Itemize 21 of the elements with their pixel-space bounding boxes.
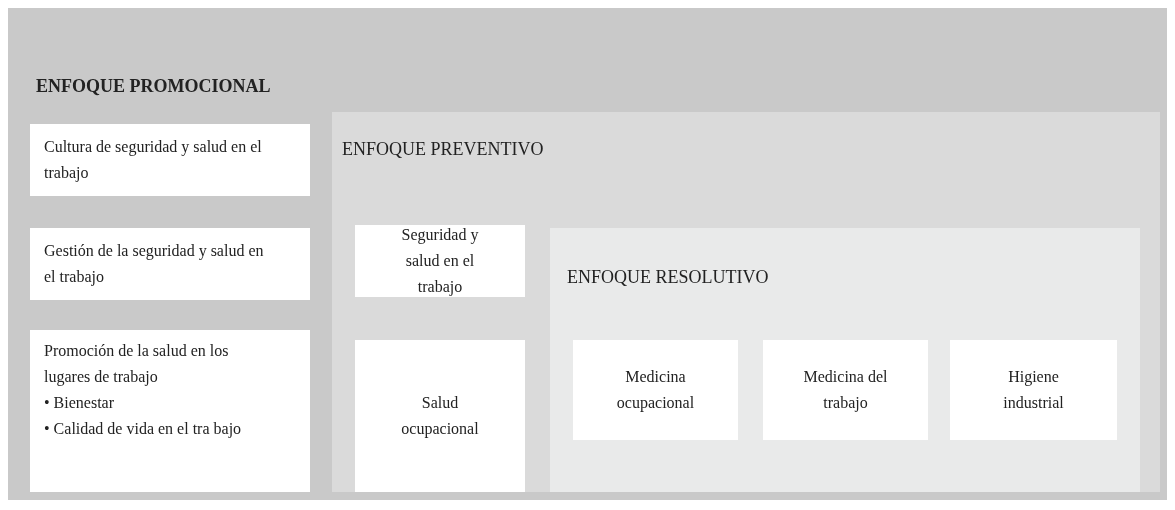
box-label: Medicina ocupacional (615, 367, 696, 414)
box-label: Higiene industrial (1002, 367, 1065, 413)
panel-heading: ENFOQUE PROMOCIONAL (36, 75, 271, 98)
approach-panel (550, 228, 1140, 492)
category-box (30, 124, 310, 196)
bullet-item: • Calidad de vida en el tra bajo (44, 419, 243, 440)
box-label: Cultura de seguridad y salud en el trabajo (44, 137, 263, 184)
category-box (355, 225, 525, 297)
box-label: Gestión de la seguridad y salud en el trabajo (44, 241, 265, 288)
panel-heading: ENFOQUE RESOLUTIVO (567, 266, 769, 289)
approach-panel (8, 8, 1167, 500)
bullet-item: • Bienestar (44, 393, 116, 413)
box-label: Promoción de la salud en los lugares de trabajo (44, 341, 230, 388)
box-label: Salud ocupacional (400, 393, 480, 440)
panel-heading: ENFOQUE PREVENTIVO (342, 138, 544, 161)
box-label: Seguridad y salud en el trabajo (400, 225, 480, 298)
category-box (355, 340, 525, 492)
box-label: Medicina del trabajo (802, 367, 889, 414)
category-box (30, 228, 310, 300)
approach-panel (332, 112, 1160, 492)
category-box (30, 330, 310, 492)
